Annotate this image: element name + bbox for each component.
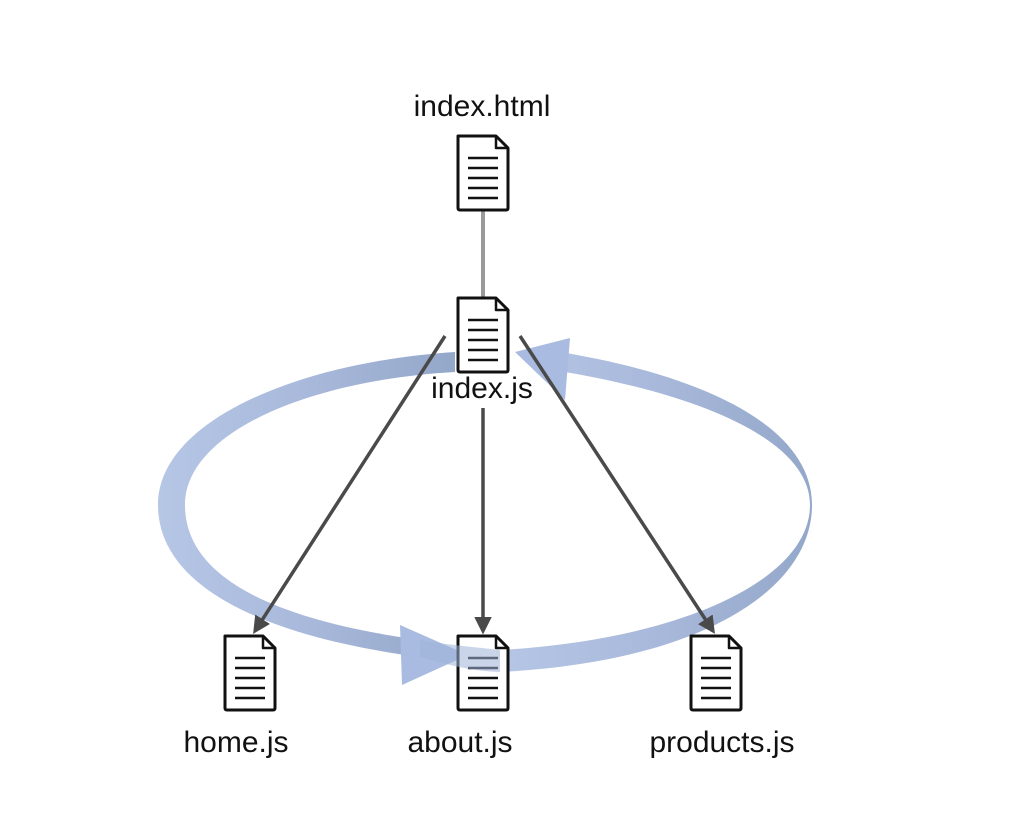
cycle-band-right — [500, 352, 812, 672]
node-about-js: about.js — [407, 634, 513, 759]
node-index-js: index.js — [431, 296, 533, 405]
node-index-html: index.html — [414, 90, 551, 212]
cycle-band-front — [420, 640, 500, 672]
node-label: index.html — [414, 90, 551, 123]
document-icon — [223, 634, 277, 712]
cycle-band-left — [158, 352, 455, 657]
node-home-js: home.js — [183, 634, 289, 759]
document-icon — [456, 134, 510, 212]
edge-index-js-to-home-js — [253, 335, 447, 634]
node-label: products.js — [649, 726, 794, 759]
node-label: index.js — [431, 372, 533, 405]
document-icon — [456, 296, 510, 374]
document-icon — [689, 634, 743, 712]
edge-index-js-to-products-js — [518, 335, 715, 634]
node-products-js: products.js — [649, 634, 795, 759]
node-label: about.js — [407, 726, 512, 759]
node-label: home.js — [183, 726, 288, 759]
